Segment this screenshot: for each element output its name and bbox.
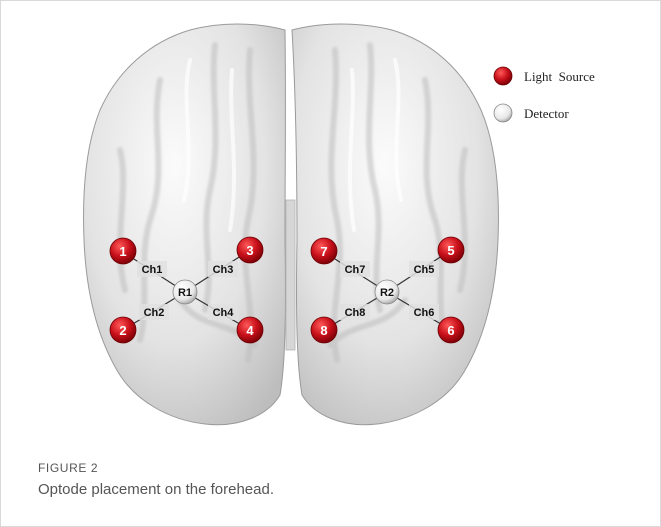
source-5: 5	[438, 237, 464, 263]
caption-text: Optode placement on the forehead.	[38, 481, 638, 498]
source-3: 3	[237, 237, 263, 263]
svg-text:7: 7	[320, 244, 327, 259]
legend-detector-label: Detector	[524, 106, 569, 121]
left-hemisphere	[84, 24, 286, 425]
channel-label-ch7: Ch7	[345, 264, 366, 276]
channel-label-ch6: Ch6	[414, 307, 435, 319]
svg-text:6: 6	[447, 323, 454, 338]
channel-label-ch8: Ch8	[345, 307, 366, 319]
svg-text:1: 1	[119, 244, 126, 259]
caption-label: FIGURE 2	[38, 461, 638, 475]
channel-label-ch5: Ch5	[414, 264, 435, 276]
detector-icon	[494, 104, 512, 122]
legend-source-label: Light Source	[524, 69, 595, 84]
legend-detector: Detector	[494, 104, 569, 122]
source-6: 6	[438, 317, 464, 343]
source-1: 1	[110, 238, 136, 264]
svg-text:R1: R1	[178, 287, 192, 299]
right-hemisphere	[292, 24, 498, 425]
source-8: 8	[311, 317, 337, 343]
brain-image	[84, 24, 499, 425]
detector-r2: R2	[375, 280, 399, 304]
legend: Light Source Detector	[494, 67, 595, 122]
svg-text:5: 5	[447, 243, 454, 258]
svg-text:2: 2	[119, 323, 126, 338]
svg-text:4: 4	[246, 323, 254, 338]
channel-label-ch1: Ch1	[142, 264, 163, 276]
brain-stem	[286, 200, 295, 350]
svg-text:8: 8	[320, 323, 327, 338]
source-2: 2	[110, 317, 136, 343]
source-4: 4	[237, 317, 263, 343]
channel-label-ch4: Ch4	[213, 307, 235, 319]
channel-label-ch3: Ch3	[213, 264, 234, 276]
svg-text:R2: R2	[380, 287, 394, 299]
figure-caption: FIGURE 2 Optode placement on the forehea…	[38, 461, 638, 498]
detector-r1: R1	[173, 280, 197, 304]
optode-diagram: Ch1 Ch2 Ch3 Ch4 Ch5 Ch6 Ch7 Ch8 1 2 3 4	[0, 0, 661, 430]
legend-source: Light Source	[494, 67, 595, 85]
svg-text:3: 3	[246, 243, 253, 258]
source-7: 7	[311, 238, 337, 264]
light-source-icon	[494, 67, 512, 85]
channel-label-ch2: Ch2	[144, 307, 165, 319]
